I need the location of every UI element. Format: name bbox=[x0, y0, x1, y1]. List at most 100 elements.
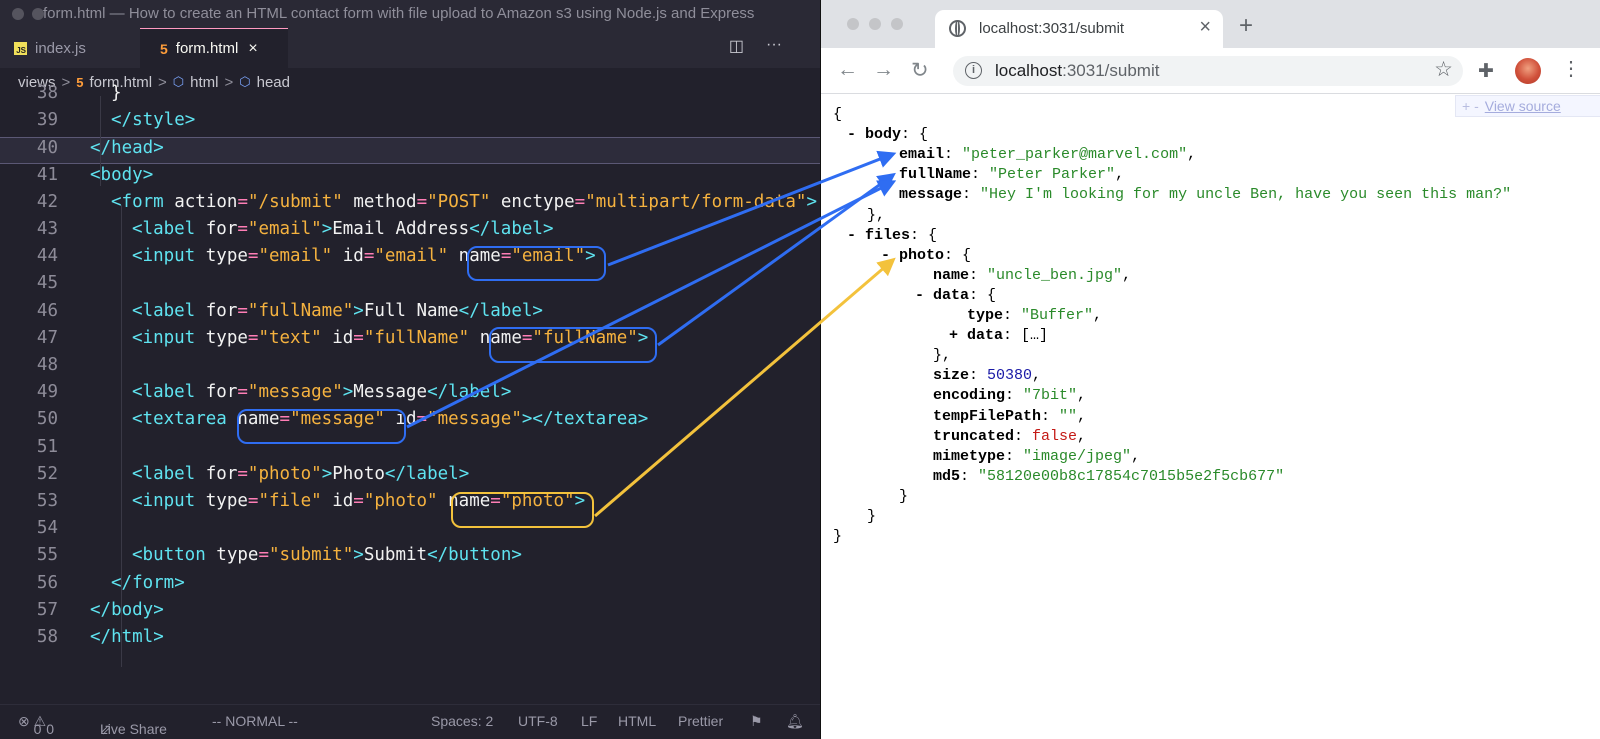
live-share-label: Live Share bbox=[100, 721, 167, 737]
json-toggle-button[interactable]: - bbox=[847, 126, 866, 144]
code-line[interactable]: 45 bbox=[0, 273, 820, 300]
json-toggle-button[interactable]: - bbox=[847, 226, 866, 244]
language-status[interactable]: HTML bbox=[618, 713, 657, 729]
code-text[interactable]: </body> bbox=[90, 599, 164, 620]
code-line[interactable]: 40</head> bbox=[0, 137, 820, 165]
json-toggle-button[interactable]: + bbox=[949, 327, 968, 345]
indentation-status[interactable]: Spaces: 2 bbox=[431, 713, 494, 729]
code-line[interactable]: 43<label for="email">Email Address</labe… bbox=[0, 219, 820, 246]
bookmark-star-icon[interactable]: ☆ bbox=[1434, 58, 1453, 81]
code-text[interactable]: <label for="message">Message</label> bbox=[132, 382, 512, 403]
feedback-icon[interactable]: ⚑ bbox=[750, 713, 763, 729]
json-toggle-button[interactable]: - bbox=[915, 286, 934, 304]
json-line: + data: […] bbox=[949, 327, 1048, 347]
code-text[interactable]: <label for="email">Email Address</label> bbox=[132, 219, 554, 239]
json-punctuation: } bbox=[867, 508, 877, 525]
code-text[interactable]: </head> bbox=[90, 138, 164, 159]
browser-menu-icon[interactable]: ⋮ bbox=[1561, 58, 1581, 80]
code-line[interactable]: 58</html> bbox=[0, 627, 820, 654]
minimize-window-button[interactable] bbox=[869, 18, 881, 30]
json-punctuation: } bbox=[899, 487, 909, 505]
code-text[interactable]: <label for="photo">Photo</label> bbox=[132, 463, 470, 484]
json-key: data bbox=[933, 286, 970, 304]
code-line[interactable]: 56</form> bbox=[0, 573, 820, 600]
code-text[interactable]: </html> bbox=[90, 627, 164, 647]
json-key: data bbox=[967, 327, 1004, 345]
code-line[interactable]: 54 bbox=[0, 518, 820, 545]
line-number: 38 bbox=[36, 83, 58, 103]
browser-window: localhost:3031/submit × + ← → ↻ i localh… bbox=[820, 0, 1600, 739]
code-line[interactable]: 53<input type="file" id="photo" name="ph… bbox=[0, 491, 820, 518]
reload-icon[interactable]: ↻ bbox=[911, 59, 929, 82]
code-line[interactable]: 49<label for="message">Message</label> bbox=[0, 382, 820, 409]
code-text[interactable]: </form> bbox=[111, 572, 185, 593]
code-text[interactable]: <input type="file" id="photo" name="phot… bbox=[132, 491, 586, 511]
code-line[interactable]: 46<label for="fullName">Full Name</label… bbox=[0, 301, 820, 328]
code-line[interactable]: 52<label for="photo">Photo</label> bbox=[0, 464, 820, 491]
code-line[interactable]: 39</style> bbox=[0, 110, 820, 137]
encoding-status[interactable]: UTF-8 bbox=[518, 713, 558, 729]
message-name-attr-highlight bbox=[237, 409, 406, 444]
code-line[interactable]: 55<button type="submit">Submit</button> bbox=[0, 545, 820, 572]
back-arrow-icon[interactable]: ← bbox=[837, 58, 858, 81]
code-text[interactable]: } bbox=[111, 83, 122, 103]
tab-form-html[interactable]: 5 form.html × bbox=[140, 28, 288, 68]
more-actions-icon[interactable]: ··· bbox=[766, 36, 782, 53]
code-line[interactable]: 42<form action="/submit" method="POST" e… bbox=[0, 192, 820, 219]
json-line: } bbox=[899, 488, 908, 508]
close-window-button[interactable] bbox=[847, 18, 859, 30]
extensions-puzzle-icon[interactable]: ✚ bbox=[1478, 61, 1494, 82]
close-tab-icon[interactable]: × bbox=[248, 39, 258, 57]
element-symbol-icon: ⬡ bbox=[239, 74, 251, 89]
json-key: photo bbox=[899, 246, 945, 264]
code-line[interactable]: 47<input type="text" id="fullName" name=… bbox=[0, 328, 820, 355]
notifications-bell-icon[interactable]: 🔔︎ bbox=[786, 713, 804, 729]
line-number: 51 bbox=[36, 436, 58, 457]
code-line[interactable]: 44<input type="email" id="email" name="e… bbox=[0, 246, 820, 273]
split-editor-icon[interactable]: ◫ bbox=[728, 38, 745, 55]
close-window-button[interactable] bbox=[12, 8, 24, 20]
code-text[interactable]: </style> bbox=[111, 110, 196, 131]
tab-index-js[interactable]: JS index.js bbox=[0, 28, 140, 68]
formatter-status[interactable]: Prettier bbox=[678, 713, 724, 729]
browser-tab-title: localhost:3031/submit bbox=[979, 20, 1125, 37]
profile-avatar[interactable] bbox=[1515, 58, 1541, 84]
eol-status[interactable]: LF bbox=[581, 713, 598, 729]
code-line[interactable]: 57</body> bbox=[0, 600, 820, 627]
code-line[interactable]: 51 bbox=[0, 437, 820, 464]
forward-arrow-icon[interactable]: → bbox=[873, 58, 894, 81]
json-punctuation: : bbox=[944, 146, 963, 164]
url-text[interactable]: localhost:3031/submit bbox=[995, 61, 1159, 81]
json-punctuation: : bbox=[1003, 307, 1022, 324]
address-bar[interactable]: i localhost:3031/submit ☆ bbox=[953, 56, 1463, 86]
json-toggle-button[interactable]: - bbox=[881, 246, 900, 264]
code-text[interactable]: <body> bbox=[90, 164, 154, 185]
url-path: :3031/submit bbox=[1062, 61, 1160, 80]
minimize-window-button[interactable] bbox=[32, 8, 44, 20]
site-info-icon[interactable]: i bbox=[965, 62, 982, 79]
code-text[interactable]: <button type="submit">Submit</button> bbox=[132, 545, 522, 566]
code-line[interactable]: 50<textarea name="message" id="message">… bbox=[0, 409, 820, 436]
error-count: 0 bbox=[33, 721, 42, 737]
breadcrumb-folder[interactable]: views bbox=[18, 73, 56, 91]
code-text[interactable]: <label for="fullName">Full Name</label> bbox=[132, 300, 543, 321]
new-tab-button[interactable]: + bbox=[1239, 12, 1254, 39]
breadcrumb-file[interactable]: form.html bbox=[89, 73, 153, 91]
json-value: "peter_parker@marvel.com" bbox=[962, 146, 1188, 164]
breadcrumb-head[interactable]: head bbox=[256, 73, 290, 91]
problems-status[interactable]: ⊗ 0 ⚠ 0 bbox=[18, 713, 54, 737]
json-line: - files: { bbox=[847, 227, 937, 247]
view-source-link[interactable]: View source bbox=[1484, 98, 1561, 114]
maximize-window-button[interactable] bbox=[891, 18, 903, 30]
code-text[interactable]: <form action="/submit" method="POST" enc… bbox=[111, 191, 818, 212]
breadcrumb-html[interactable]: html bbox=[190, 73, 219, 91]
code-line[interactable]: 48 bbox=[0, 355, 820, 382]
json-punctuation: , bbox=[1093, 307, 1103, 324]
browser-tab-active[interactable]: localhost:3031/submit × bbox=[935, 10, 1223, 48]
code-line[interactable]: 38} bbox=[0, 83, 820, 110]
expand-collapse-controls[interactable]: + - bbox=[1462, 98, 1479, 114]
fullname-name-attr-highlight bbox=[489, 327, 657, 363]
code-line[interactable]: 41<body> bbox=[0, 165, 820, 192]
close-tab-icon[interactable]: × bbox=[1199, 16, 1211, 38]
json-punctuation: : { bbox=[910, 226, 938, 244]
